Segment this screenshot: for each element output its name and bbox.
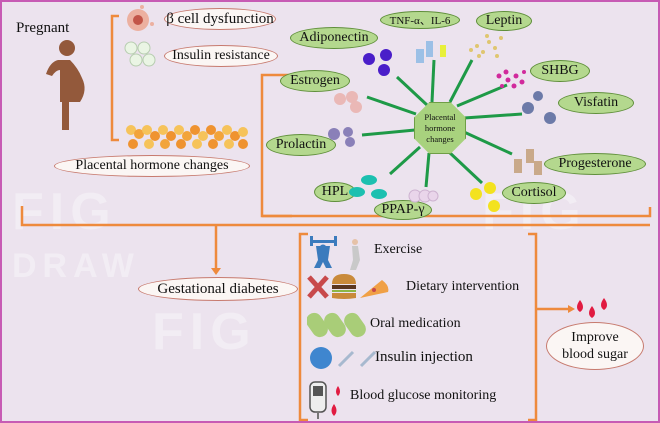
hormone-shbg: SHBG xyxy=(530,60,590,82)
pill-icon xyxy=(307,312,366,338)
hormone-cortisol: Cortisol xyxy=(502,182,566,204)
cause-bracket xyxy=(110,14,119,142)
glucometer-icon xyxy=(309,381,340,419)
hormone-tnf-il6: TNF-α、IL-6 xyxy=(380,11,460,29)
adiponectin-molecule-icon xyxy=(363,49,392,76)
hormone-bracket-bottom xyxy=(262,207,652,218)
cells-icon xyxy=(124,41,156,67)
prolactin-molecule-icon xyxy=(328,127,355,147)
hormone-ppap: PPAP-γ xyxy=(374,200,432,220)
hormone-prolactin: Prolactin xyxy=(266,134,336,156)
diet-icon xyxy=(307,274,389,299)
estrogen-molecule-icon xyxy=(334,91,362,113)
treatment-bracket-left xyxy=(298,232,308,421)
hormone-hpl: HPL xyxy=(314,182,356,202)
result-improve-blood-sugar: Improve blood sugar xyxy=(546,322,644,370)
ppap-molecule-icon xyxy=(408,189,439,203)
treatment-insulin-injection: Insulin injection xyxy=(375,349,473,365)
treatment-glucose-monitoring: Blood glucose monitoring xyxy=(350,388,497,403)
hormone-adiponectin: Adiponectin xyxy=(290,27,378,49)
cause-insulin-resistance: Insulin resistance xyxy=(164,45,278,67)
beta-cell-icon xyxy=(127,5,154,31)
merge-line xyxy=(20,206,650,227)
shbg-particles-icon xyxy=(496,69,526,89)
progesterone-molecule-icon xyxy=(514,149,542,175)
blood-drops-icon xyxy=(577,298,607,318)
cause-beta-cell: β cell dysfunction xyxy=(164,8,276,30)
cortisol-molecule-icon xyxy=(470,182,500,212)
treatment-dietary: Dietary intervention xyxy=(406,279,520,294)
leptin-particles-icon xyxy=(469,34,503,58)
result-arrowhead xyxy=(568,305,575,313)
hpl-molecule-icon xyxy=(349,175,387,199)
hormone-leptin: Leptin xyxy=(476,11,532,31)
cause-placental-hormone: Placental hormone changes xyxy=(54,155,250,177)
exercise-icon xyxy=(310,236,360,270)
pregnant-woman-icon xyxy=(46,40,85,130)
syringe-icon xyxy=(310,347,377,369)
hormone-progesterone: Progesterone xyxy=(544,153,646,175)
hormone-spokes xyxy=(361,59,523,188)
treatment-bracket-right xyxy=(528,232,538,421)
outcome-gestational-diabetes: Gestational diabetes xyxy=(138,277,298,301)
hormone-estrogen: Estrogen xyxy=(280,70,350,92)
cytokine-receptor-icon xyxy=(416,41,446,63)
treatment-oral-medication: Oral medication xyxy=(370,316,461,331)
down-arrowhead xyxy=(211,268,221,275)
hormone-hub: Placental hormone changes xyxy=(414,102,466,154)
hormone-chain-icon xyxy=(126,125,248,149)
visfatin-molecule-icon xyxy=(522,91,556,124)
hormone-visfatin: Visfatin xyxy=(558,92,634,114)
pregnant-title: Pregnant xyxy=(16,20,70,36)
treatment-exercise: Exercise xyxy=(374,242,423,257)
